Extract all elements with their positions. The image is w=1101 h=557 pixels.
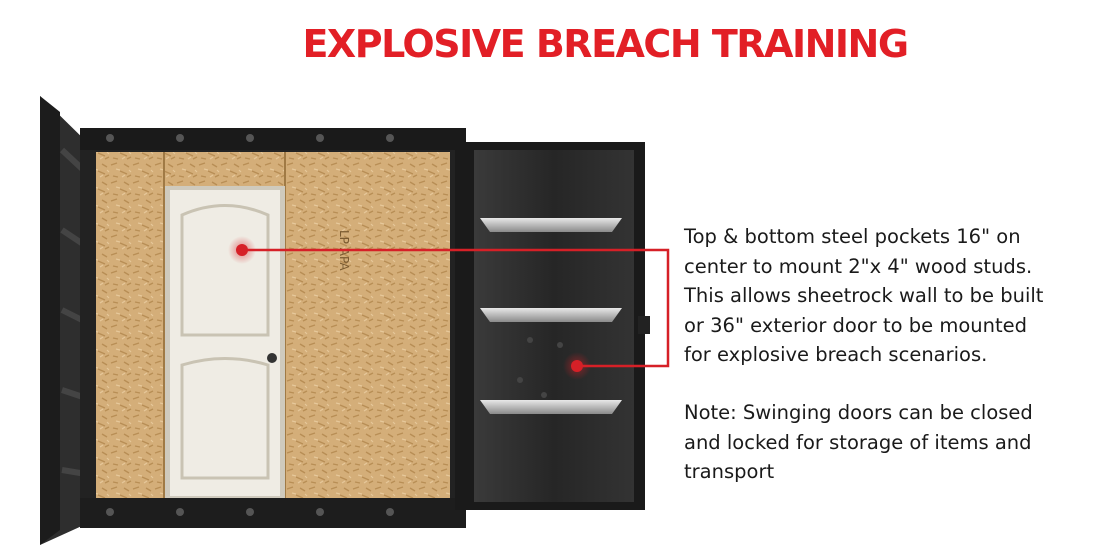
callout-pockets-text: Top & bottom steel pockets 16" on center… xyxy=(684,222,1094,370)
callout-line: Note: Swinging doors can be closed xyxy=(684,401,1033,424)
callout-line: and locked for storage of items and xyxy=(684,430,1032,454)
callout-note-text: Note: Swinging doors can be closed and l… xyxy=(684,398,1094,487)
callout-line: Top & bottom steel pockets 16" on xyxy=(684,225,1021,248)
page-title: EXPLOSIVE BREACH TRAINING xyxy=(302,22,909,66)
callout-line: This allows sheetrock wall to be built xyxy=(684,284,1044,307)
right-steel-door xyxy=(455,142,650,510)
callout-door-marker xyxy=(228,236,670,300)
callout-line: center to mount 2"x 4" wood studs. xyxy=(684,254,1033,278)
callout-line: for explosive breach scenarios. xyxy=(684,343,988,366)
callout-line: transport xyxy=(684,460,775,483)
callout-line: or 36" exterior door to be mounted xyxy=(684,313,1028,337)
door-knob xyxy=(267,353,277,363)
interior-door xyxy=(165,186,285,498)
callout-panel-marker xyxy=(563,300,670,380)
